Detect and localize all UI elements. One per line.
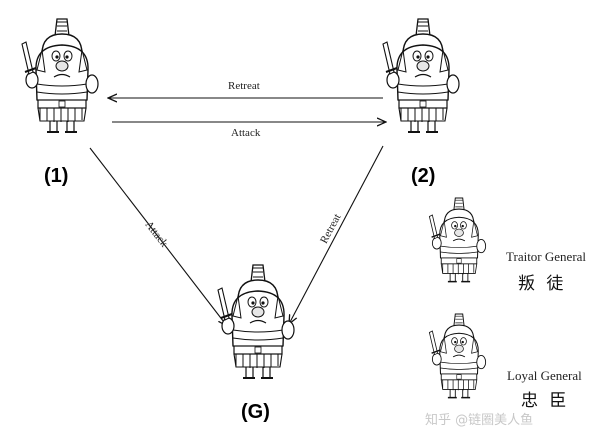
- general-1-label: (1): [44, 165, 69, 187]
- roman-soldier-icon-g: [217, 264, 295, 379]
- loyal-soldier-icon: [428, 313, 487, 399]
- roman-soldier-icon-1: [21, 18, 99, 133]
- edge-retreat-2-to-g: [289, 145, 384, 324]
- watermark: 知乎 @链圈美人鱼: [425, 413, 534, 428]
- roman-soldier-icon-2: [382, 18, 460, 133]
- legend-traitor-en: Traitor General: [506, 249, 587, 264]
- edge-label-attack-top: Attack: [231, 127, 261, 139]
- legend-loyal-en: Loyal General: [507, 368, 582, 383]
- general-2-label: (2): [411, 165, 436, 187]
- legend-loyal-zh: 忠 臣: [521, 391, 570, 411]
- edge-label-retreat-top: Retreat: [228, 80, 260, 92]
- edge-attack-1-to-g: [89, 147, 227, 326]
- legend-traitor-zh: 叛 徒: [518, 274, 567, 294]
- general-g-label: (G): [241, 401, 270, 423]
- traitor-soldier-icon: [428, 197, 487, 283]
